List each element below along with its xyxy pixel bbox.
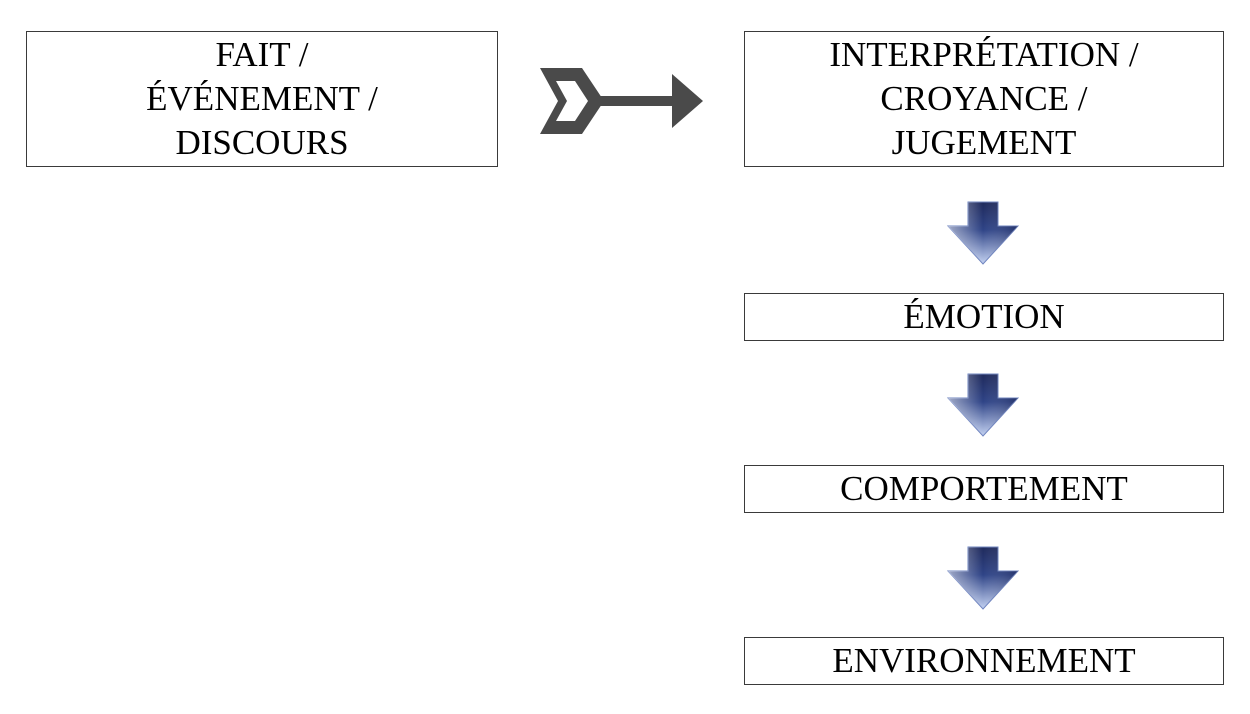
emotion-box-label: ÉMOTION — [903, 297, 1065, 336]
down-arrow-icon — [946, 373, 1020, 437]
interpretation-box-line-2: CROYANCE / — [880, 79, 1088, 118]
comportement-box-label: COMPORTEMENT — [840, 469, 1128, 508]
fait-box-line-3: DISCOURS — [175, 123, 349, 162]
fait-box-line-1: FAIT / — [215, 35, 309, 74]
fait-box-text: FAIT / ÉVÉNEMENT / DISCOURS — [146, 33, 378, 165]
interpretation-croyance-jugement-box: INTERPRÉTATION / CROYANCE / JUGEMENT — [744, 31, 1224, 167]
chevron-tail-inner — [556, 81, 588, 121]
interpretation-box-line-1: INTERPRÉTATION / — [829, 35, 1139, 74]
environnement-box: ENVIRONNEMENT — [744, 637, 1224, 685]
fait-evenement-discours-box: FAIT / ÉVÉNEMENT / DISCOURS — [26, 31, 498, 167]
arrow-shaft — [598, 96, 678, 106]
emotion-box: ÉMOTION — [744, 293, 1224, 341]
environnement-box-label: ENVIRONNEMENT — [832, 641, 1136, 680]
comportement-box: COMPORTEMENT — [744, 465, 1224, 513]
arrow-head — [672, 74, 703, 128]
interpretation-box-text: INTERPRÉTATION / CROYANCE / JUGEMENT — [829, 33, 1138, 165]
chevron-right-arrow-icon — [540, 68, 703, 134]
down-arrow-icon — [946, 546, 1020, 610]
fait-box-line-2: ÉVÉNEMENT / — [146, 79, 378, 118]
interpretation-box-line-3: JUGEMENT — [891, 123, 1077, 162]
down-arrow-icon — [946, 201, 1020, 265]
